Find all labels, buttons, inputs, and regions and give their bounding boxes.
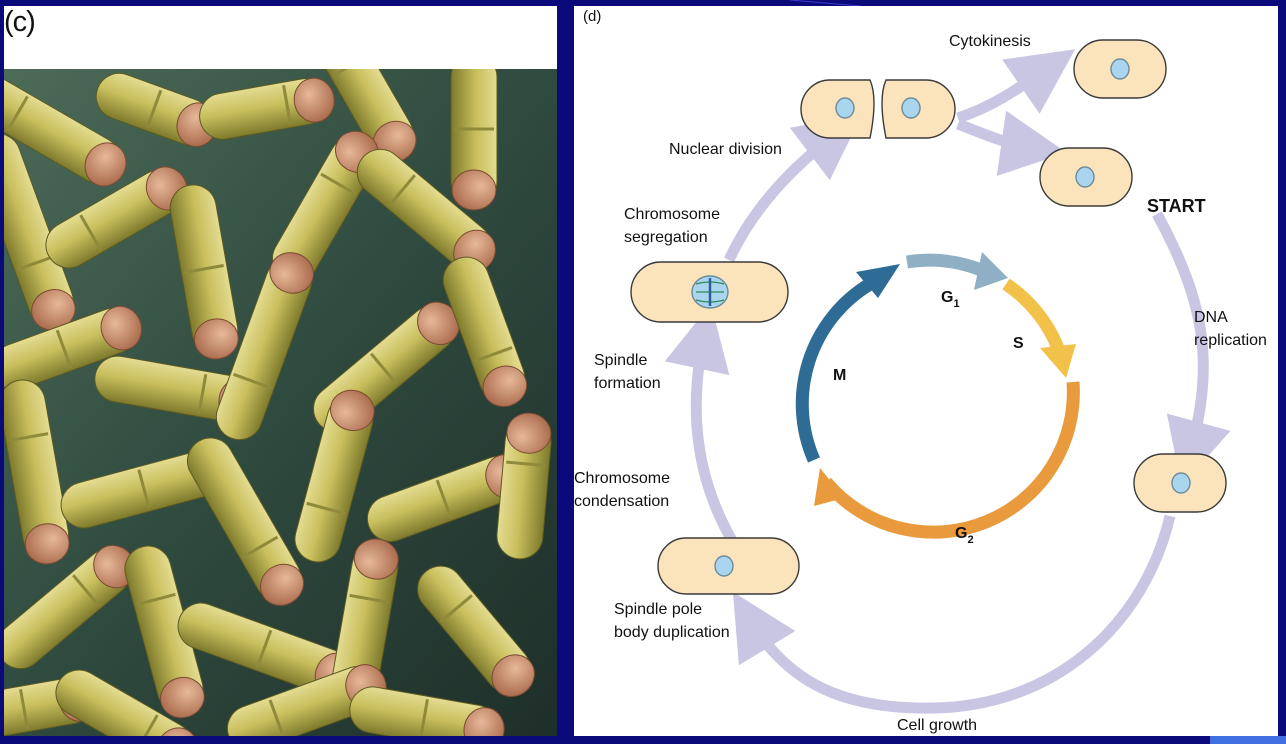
label-chromosome-condensation-2: condensation <box>574 493 669 510</box>
label-spindle-formation-2: formation <box>594 375 661 392</box>
label-cytokinesis: Cytokinesis <box>949 33 1031 50</box>
cells <box>630 39 1227 595</box>
label-nuclear-division: Nuclear division <box>669 141 782 158</box>
arrowhead-g1 <box>974 252 1008 290</box>
yeast-cell <box>4 74 127 187</box>
cell-cytokinesis <box>1073 39 1167 99</box>
label-chromosome-segregation-2: segregation <box>624 229 708 246</box>
yeast-cell <box>349 686 505 736</box>
label-start: START <box>1147 196 1206 216</box>
arrow-spindle-formation <box>664 303 739 547</box>
cell-growth <box>1133 453 1227 513</box>
label-dna-replication-2: replication <box>1194 332 1267 349</box>
label-spindle-formation-1: Spindle <box>594 352 647 369</box>
phase-g2: G2 <box>955 525 974 546</box>
label-dna-replication-1: DNA <box>1194 309 1228 326</box>
arc-g2 <box>821 381 1080 539</box>
label-spindle-pole-1: Spindle pole <box>614 601 702 618</box>
arrow-nuclear-division <box>724 113 863 263</box>
cell-segregation <box>630 261 789 323</box>
arrowhead-m <box>856 264 900 298</box>
cell-cycle-diagram: Cytokinesis Nuclear division Chromosome … <box>574 33 1267 734</box>
panel-c: (c) <box>4 6 557 736</box>
yeast-cell <box>496 412 552 560</box>
phase-g1-letter: G <box>941 289 953 306</box>
phase-g2-sub: 2 <box>967 534 973 546</box>
panel-d: (d) <box>574 6 1278 736</box>
yeast-cell <box>187 437 305 606</box>
yeast-cells <box>4 69 552 736</box>
outer-cycle-arrows <box>664 49 1231 714</box>
yeast-cell <box>169 184 239 360</box>
arrow-start <box>956 110 1067 176</box>
yeast-cell <box>442 256 528 408</box>
label-chromosome-segregation-1: Chromosome <box>624 206 720 223</box>
phase-m: M <box>833 367 846 384</box>
yeast-cell <box>294 389 375 563</box>
yeast-cell <box>215 252 314 441</box>
panel-d-label: (d) <box>583 8 602 25</box>
arc-s <box>1002 278 1065 351</box>
yeast-cell <box>4 133 76 331</box>
outer-labels: Cytokinesis Nuclear division Chromosome … <box>574 33 1267 734</box>
phase-g2-letter: G <box>955 525 967 542</box>
phase-labels: G1 S G2 M <box>833 289 1024 546</box>
yeast-cell <box>417 565 535 698</box>
label-spindle-pole-2: body duplication <box>614 624 730 641</box>
arrow-cell-growth <box>732 514 1176 714</box>
cell-spindle-pole <box>657 537 800 595</box>
yeast-cell <box>4 305 143 391</box>
yeast-micrograph <box>4 69 557 736</box>
phase-s: S <box>1013 335 1024 352</box>
decor-line <box>789 0 861 7</box>
arc-g1 <box>905 253 989 278</box>
phase-g1: G1 <box>941 289 960 310</box>
yeast-cell <box>55 669 198 736</box>
panel-c-label: (c) <box>4 6 36 38</box>
arrowhead-g2 <box>814 468 844 506</box>
cell-start <box>1039 147 1133 207</box>
label-chromosome-condensation-1: Chromosome <box>574 470 670 487</box>
phase-g1-sub: 1 <box>953 298 959 310</box>
arrowhead-s <box>1040 344 1076 378</box>
yeast-cell <box>4 379 70 565</box>
arc-m <box>795 278 874 463</box>
decor-bar <box>1210 736 1286 744</box>
yeast-cell <box>450 69 498 211</box>
label-cell-growth: Cell growth <box>897 717 977 734</box>
yeast-cell <box>199 77 335 140</box>
arrow-dna-replication <box>1152 211 1231 486</box>
arrow-cytokinesis <box>956 49 1076 124</box>
yeast-cell <box>4 544 136 670</box>
cell-dividing <box>800 79 956 139</box>
yeast-cell <box>124 545 205 719</box>
inner-cycle <box>795 252 1080 539</box>
